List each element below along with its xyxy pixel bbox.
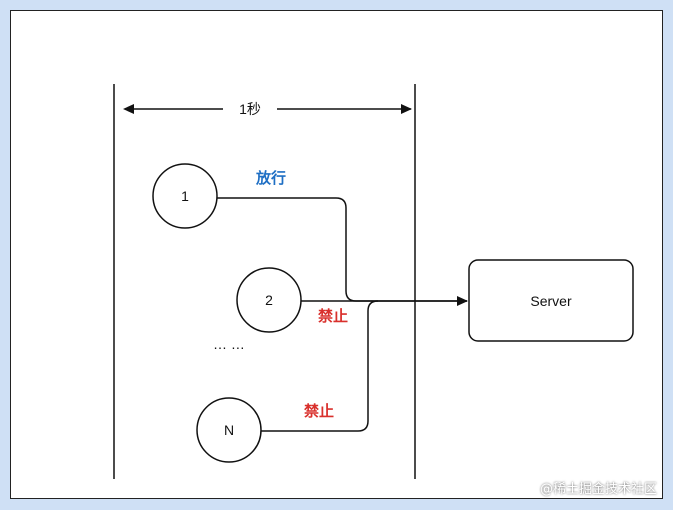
- edge-label-deny-n: 禁止: [304, 402, 334, 420]
- request-node-1: [152, 163, 218, 229]
- footer-credit: @稀土掘金技术社区: [539, 482, 657, 497]
- ellipsis: … …: [213, 336, 245, 352]
- request-node-2: [236, 267, 302, 333]
- edge-label-deny-2: 禁止: [318, 307, 348, 325]
- request-node-n-label: N: [224, 422, 234, 438]
- request-node-n: [196, 397, 262, 463]
- diagram-canvas: 1秒 1 2 … … N Server 放行 禁止 禁止: [10, 10, 663, 499]
- server-label: Server: [530, 293, 572, 309]
- request-node-2-label: 2: [265, 292, 273, 308]
- interval-label: 1秒: [239, 101, 261, 117]
- server-box: [468, 259, 634, 342]
- edge-node-n-to-server: [261, 300, 379, 432]
- request-node-1-label: 1: [181, 188, 189, 204]
- edge-label-allow: 放行: [255, 169, 286, 187]
